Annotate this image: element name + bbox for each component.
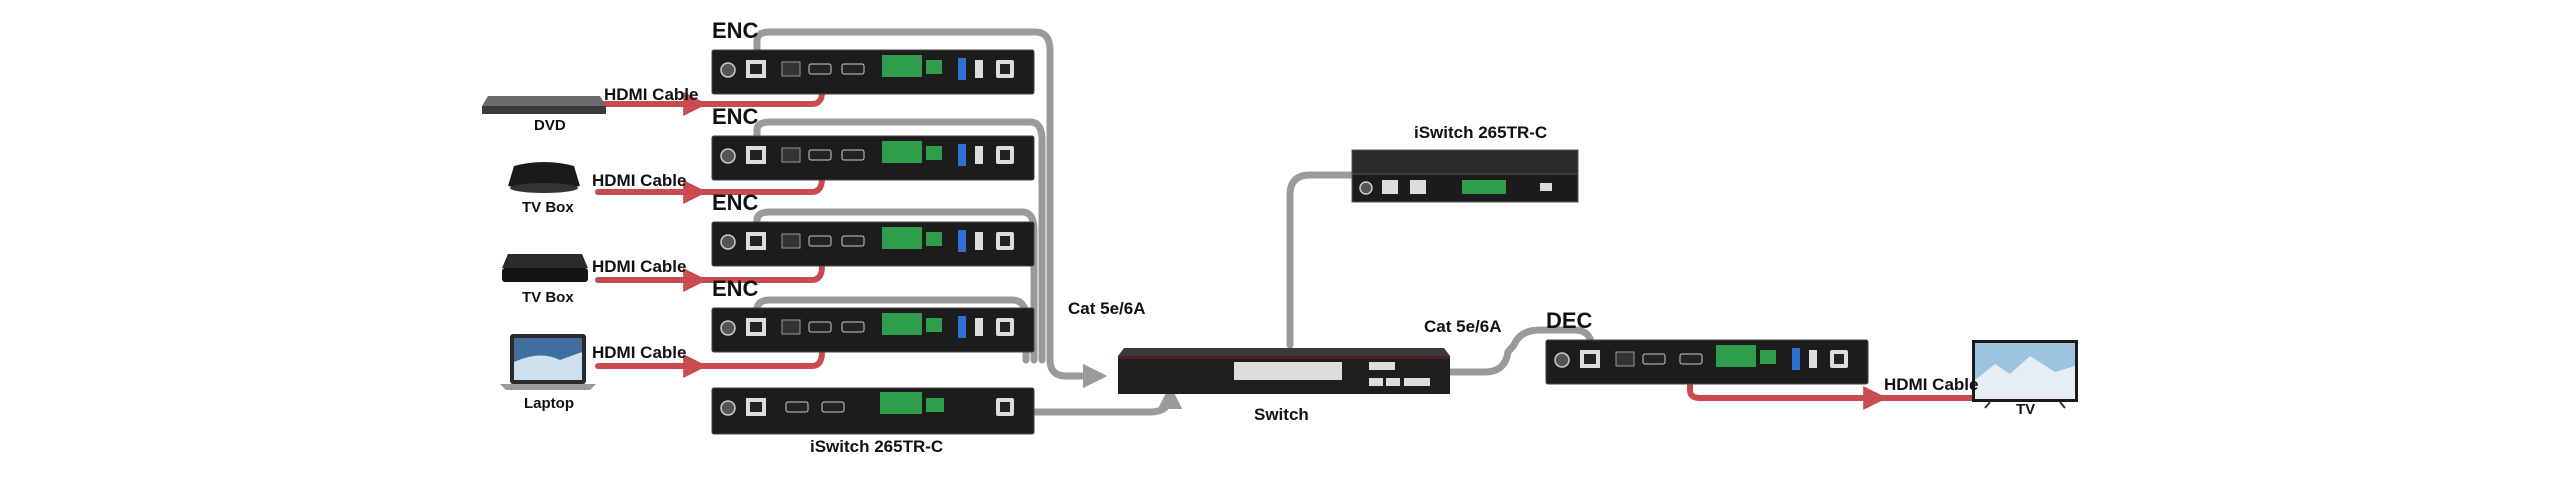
controller-icon xyxy=(1351,149,1579,203)
encoder-4: ENC xyxy=(711,276,1035,353)
iswitch-top-label: iSwitch 265TR-C xyxy=(1414,123,1547,142)
enc-label: ENC xyxy=(712,18,759,43)
tv-box-icon xyxy=(508,162,580,193)
source-tvbox-1: TV Box HDMI Cable xyxy=(508,162,686,216)
source-laptop: Laptop HDMI Cable xyxy=(500,334,686,412)
tv-label: TV xyxy=(2016,401,2035,418)
encoder-1: ENC xyxy=(711,18,1035,95)
hdmi-cables xyxy=(543,89,1978,410)
encoder-icon xyxy=(711,307,1035,353)
switch-label: Switch xyxy=(1254,405,1309,424)
cat-cable-label-left: Cat 5e/6A xyxy=(1068,299,1145,318)
hdmi-cable-label: HDMI Cable xyxy=(592,257,686,276)
cat-cables xyxy=(753,28,1596,416)
enc-label: ENC xyxy=(712,276,759,301)
hdmi-cable-label: HDMI Cable xyxy=(604,85,698,104)
encoder-icon xyxy=(711,221,1035,267)
enc-label: ENC xyxy=(712,104,759,129)
laptop-label: Laptop xyxy=(524,395,574,412)
decoder-icon xyxy=(1545,339,1869,385)
iswitch-bottom-label: iSwitch 265TR-C xyxy=(810,437,943,456)
controller-icon xyxy=(711,387,1035,435)
tv-box-label: TV Box xyxy=(522,199,574,216)
laptop-icon xyxy=(500,334,596,390)
encoder-icon xyxy=(711,135,1035,181)
dvd-player-icon xyxy=(482,96,606,114)
enc-label: ENC xyxy=(712,190,759,215)
source-dvd: DVD HDMI Cable xyxy=(482,85,698,134)
iswitch-controller-bottom: iSwitch 265TR-C xyxy=(711,387,1035,456)
hdmi-cable-label-tv: HDMI Cable xyxy=(1884,375,1978,394)
dec-label: DEC xyxy=(1546,308,1593,333)
tv-display: TV xyxy=(1972,340,2078,418)
decoder: DEC xyxy=(1545,308,1869,385)
hdmi-cable-label: HDMI Cable xyxy=(592,171,686,190)
tv-icon xyxy=(1972,340,2078,409)
cat-cable-label-right: Cat 5e/6A xyxy=(1424,317,1501,336)
hdmi-cable-label: HDMI Cable xyxy=(592,343,686,362)
tv-box-label: TV Box xyxy=(522,289,574,306)
encoder-3: ENC xyxy=(711,190,1035,267)
dvd-label: DVD xyxy=(534,117,566,134)
network-switch-icon xyxy=(1118,348,1450,394)
iswitch-controller-top: iSwitch 265TR-C xyxy=(1351,123,1579,203)
encoder-icon xyxy=(711,49,1035,95)
source-tvbox-2: TV Box HDMI Cable xyxy=(502,254,686,306)
tv-box-icon xyxy=(502,254,588,282)
encoder-2: ENC xyxy=(711,104,1035,181)
network-switch: Switch xyxy=(1118,348,1450,424)
